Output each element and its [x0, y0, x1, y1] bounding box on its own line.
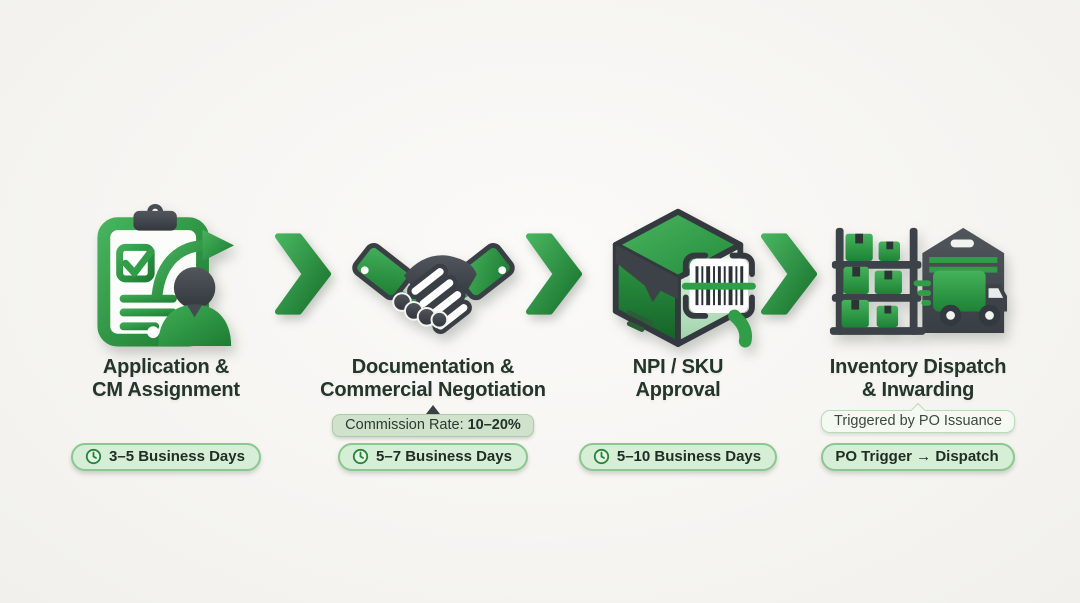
- clock-icon: [352, 448, 369, 465]
- duration-text: 5–7 Business Days: [376, 448, 512, 465]
- duration-badge: 5–7 Business Days: [338, 443, 528, 471]
- commission-rate-badge: Commission Rate:10–20%: [332, 414, 534, 437]
- duration-text: 3–5 Business Days: [109, 448, 245, 465]
- handshake-icon: [352, 243, 515, 334]
- step-inventory-dispatch-inwarding: Inventory Dispatch & Inwarding Triggered…: [782, 200, 1054, 490]
- step-title-line1: NPI / SKU: [632, 356, 724, 378]
- chevron-right-icon: [525, 231, 583, 322]
- po-trigger-dispatch-text: PO Trigger → Dispatch: [835, 448, 999, 465]
- warehouse-truck-icon: [829, 227, 1008, 335]
- warehouse-truck-icon: [782, 200, 1054, 350]
- step-title: Application & CM Assignment: [30, 356, 302, 402]
- step-title-line1: Application &: [102, 356, 230, 378]
- clipboard-user-icon: [30, 200, 302, 350]
- commission-rate-value: 10–20%: [467, 417, 521, 433]
- step-application-cm-assignment: Application & CM Assignment 3–5 Business…: [30, 200, 302, 490]
- commission-rate-label: Commission Rate:: [345, 417, 464, 433]
- chevron-right-icon: [760, 231, 818, 322]
- step-npi-sku-approval: NPI / SKU Approval 5–10 Business Days: [542, 200, 814, 490]
- po-trigger-dispatch-badge: PO Trigger → Dispatch: [821, 443, 1015, 471]
- step-title-line1: Documentation &: [351, 356, 515, 378]
- step-documentation-commercial-negotiation: Documentation & Commercial Negotiation C…: [297, 200, 569, 490]
- po-issuance-note-badge: Triggered by PO Issuance: [821, 410, 1015, 433]
- duration-text: 5–10 Business Days: [616, 448, 762, 465]
- duration-badge: 5–10 Business Days: [578, 443, 778, 471]
- step-title-line2: CM Assignment: [92, 379, 240, 401]
- clock-icon: [85, 448, 102, 465]
- handshake-icon: [297, 200, 569, 350]
- duration-badge: 3–5 Business Days: [71, 443, 261, 471]
- clipboard-user-icon: [97, 203, 235, 347]
- step-title-line2: Commercial Negotiation: [320, 379, 546, 401]
- box-barcode-icon: [612, 208, 756, 348]
- step-title-line1: Inventory Dispatch: [829, 356, 1007, 378]
- step-title: Documentation & Commercial Negotiation: [297, 356, 569, 402]
- step-title-line2: Approval: [635, 379, 721, 401]
- step-title: NPI / SKU Approval: [542, 356, 814, 402]
- chevron-right-icon: [274, 231, 332, 322]
- step-title: Inventory Dispatch & Inwarding: [782, 356, 1054, 402]
- tooltip-pointer: [426, 405, 440, 414]
- clock-icon: [593, 448, 610, 465]
- step-title-line2: & Inwarding: [861, 379, 975, 401]
- box-barcode-icon: [542, 200, 814, 350]
